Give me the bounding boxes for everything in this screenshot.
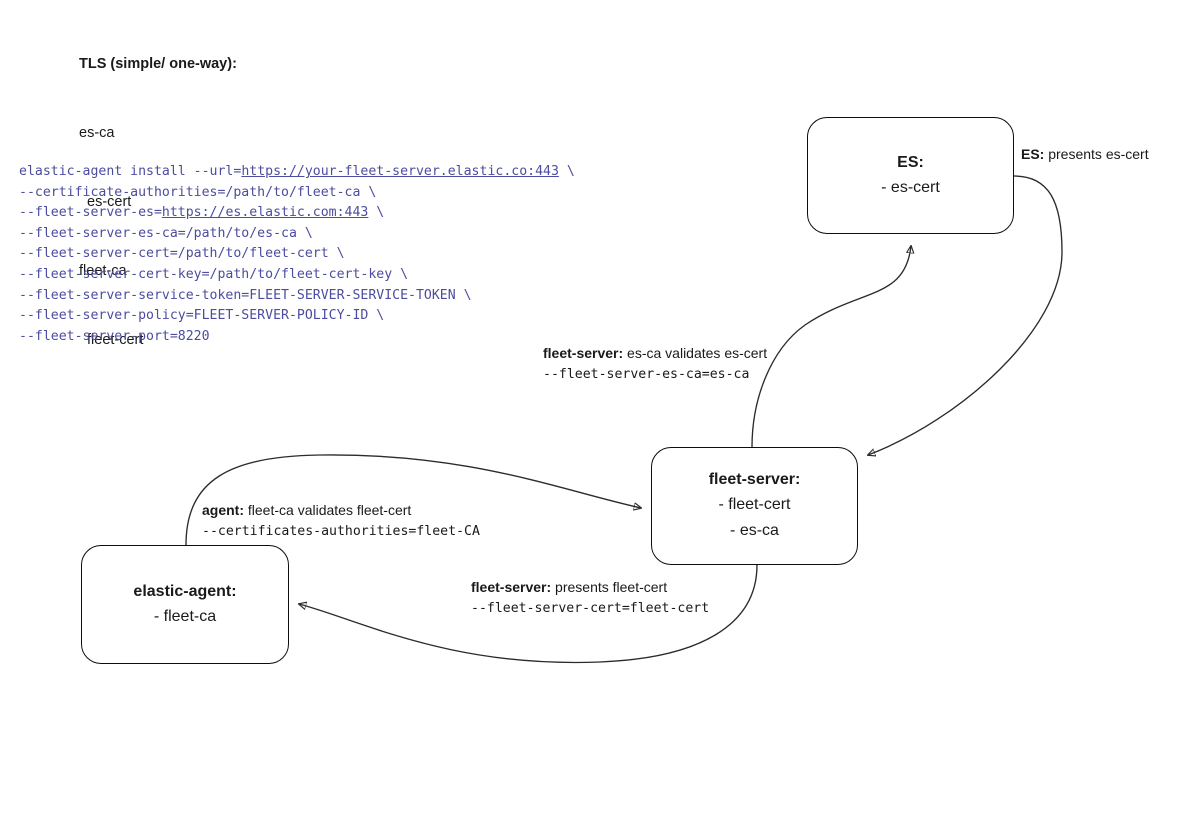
node-fleet-server-title: fleet-server: [708, 471, 801, 488]
code-line-9: --fleet-server-port=8220 [19, 327, 575, 348]
code-line-4: --fleet-server-es-ca=/path/to/es-ca \ [19, 224, 575, 245]
code-text: \ [558, 164, 575, 179]
code-line-8: --fleet-server-policy=FLEET-SERVER-POLIC… [19, 306, 575, 327]
code-text: --fleet-server-es= [19, 205, 162, 221]
code-link[interactable]: https://your-fleet-server.elastic.co:443 [241, 164, 559, 179]
node-elastic-agent[interactable]: elastic-agent: - fleet-ca [81, 545, 289, 664]
node-fleet-server-item-es-ca: - es-ca [730, 522, 779, 539]
edge-label-fleet-server-validates-text: es-ca validates es-cert [623, 345, 768, 361]
node-elastic-agent-title: elastic-agent: [133, 582, 237, 600]
code-text: --fleet-server-cert=/path/to/fleet-cert … [19, 246, 345, 262]
node-es-item-es-cert: - es-cert [881, 178, 940, 196]
edge-label-es-presents-bold: ES: [1021, 146, 1045, 162]
edge-label-agent-validates: agent: fleet-ca validates fleet-cert --c… [202, 500, 480, 542]
code-line-7: --fleet-server-service-token=FLEET-SERVE… [19, 286, 575, 307]
node-es-title: ES: [897, 153, 924, 171]
code-text: --fleet-server-policy=FLEET-SERVER-POLIC… [19, 308, 385, 324]
node-elastic-agent-item-fleet-ca: - fleet-ca [153, 607, 217, 625]
edge-label-agent-validates-flag: --certificates-authorities=fleet-CA [202, 524, 480, 539]
edge-label-fleet-server-validates: fleet-server: es-ca validates es-cert --… [543, 343, 767, 385]
code-link[interactable]: https://es.elastic.com:443 [161, 205, 369, 221]
tls-legend-item-fleet-cert: fleet-cert [87, 332, 144, 348]
install-command-code-block: elastic-agent install --url=https://your… [19, 162, 575, 347]
edge-label-fleet-server-presents-flag: --fleet-server-cert=fleet-cert [471, 601, 710, 616]
edge-label-fleet-server-validates-flag: --fleet-server-es-ca=es-ca [543, 367, 750, 382]
code-line-6: --fleet-server-cert-key=/path/to/fleet-c… [19, 265, 575, 286]
edge-label-es-presents-text: presents es-cert [1044, 146, 1149, 162]
code-text: --certificate-authorities=/path/to/fleet… [19, 184, 377, 200]
edge-label-fleet-server-presents-bold: fleet-server: [471, 579, 552, 595]
code-text: --fleet-server-service-token=FLEET-SERVE… [19, 287, 472, 303]
edge-label-fleet-server-validates-bold: fleet-server: [543, 345, 624, 361]
code-text: --fleet-server-port=8220 [19, 328, 210, 344]
code-line-1: elastic-agent install --url=https://your… [19, 162, 575, 183]
code-line-5: --fleet-server-cert=/path/to/fleet-cert … [19, 244, 575, 265]
code-text: elastic-agent install --url= [19, 164, 242, 179]
node-fleet-server[interactable]: fleet-server: - fleet-cert - es-ca [651, 447, 858, 565]
code-line-3: --fleet-server-es=https://es.elastic.com… [19, 203, 575, 224]
tls-legend-item-es-cert: es-cert [87, 194, 132, 210]
edge-label-fleet-server-presents-text: presents fleet-cert [551, 579, 668, 595]
code-text: --fleet-server-es-ca=/path/to/es-ca \ [19, 225, 313, 241]
code-line-2: --certificate-authorities=/path/to/fleet… [19, 183, 575, 204]
edge-fleet-server-to-es [751, 246, 911, 448]
tls-legend-item-es-ca: es-ca [79, 125, 115, 141]
tls-legend-item-fleet-ca: fleet-ca [79, 263, 127, 279]
node-fleet-server-item-fleet-cert: - fleet-cert [718, 496, 791, 513]
edge-label-es-presents: ES: presents es-cert [1021, 144, 1149, 165]
node-es[interactable]: ES: - es-cert [807, 117, 1014, 234]
tls-legend: TLS (simple/ one-way): es-ca es-cert fle… [79, 7, 237, 398]
edge-label-agent-validates-bold: agent: [202, 502, 244, 518]
code-text: --fleet-server-cert-key=/path/to/fleet-c… [19, 266, 409, 282]
edge-label-fleet-server-presents: fleet-server: presents fleet-cert --flee… [471, 577, 709, 619]
edge-label-agent-validates-text: fleet-ca validates fleet-cert [244, 502, 412, 518]
code-text: \ [368, 205, 385, 221]
tls-legend-title: TLS (simple/ one-way): [79, 56, 237, 72]
